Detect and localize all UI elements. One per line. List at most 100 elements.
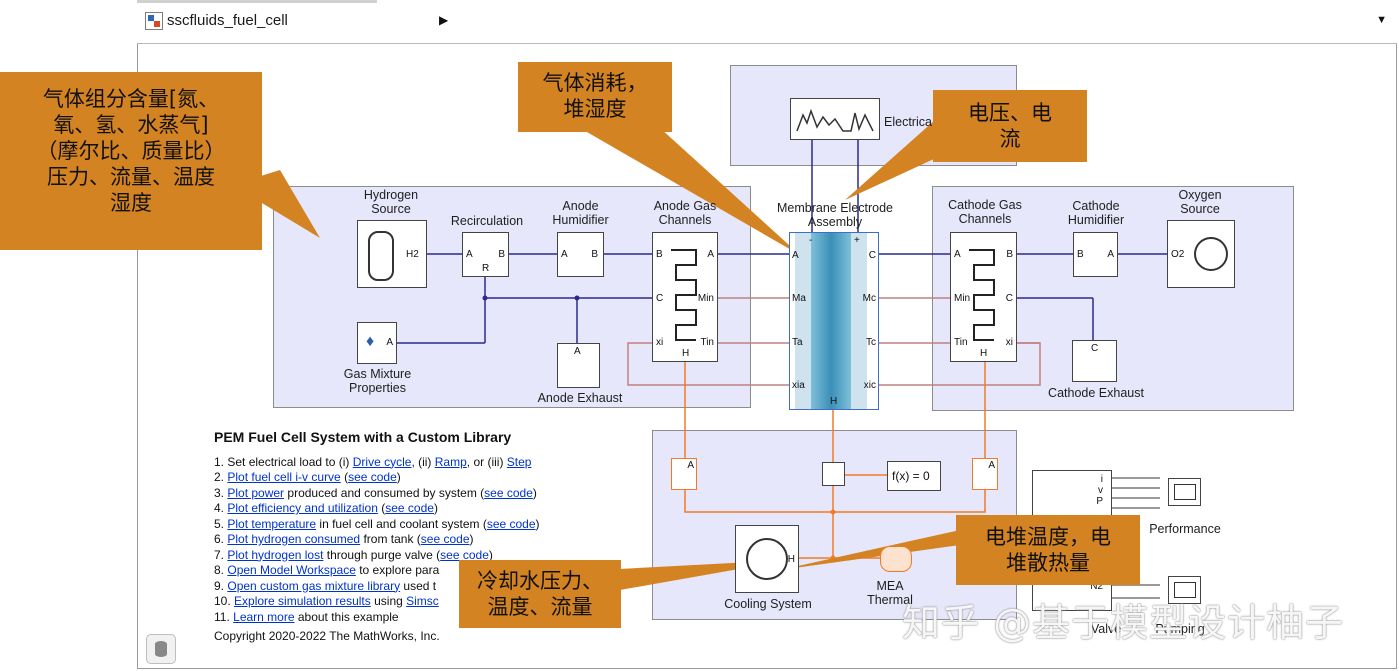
hydrogen-source-block[interactable]: H2 (357, 220, 427, 288)
performance-bus-block[interactable]: i v P (1032, 470, 1112, 518)
right-pump-block[interactable]: A (972, 458, 998, 490)
oxygen-source-block[interactable]: O2 (1167, 220, 1235, 288)
cathode-exhaust-label: Cathode Exhaust (1048, 386, 1144, 400)
valve-label: Valve (1090, 622, 1122, 636)
port-n2: N2 (1090, 581, 1103, 592)
mea-thermal-mass-block[interactable] (880, 546, 912, 572)
port-v: v (1098, 485, 1103, 496)
h2-port-label: H2 (406, 249, 419, 260)
step-10: 10. Explore simulation results using Sim… (214, 594, 439, 608)
anode-gas-channels-block[interactable]: B A C Min xi Tin H (652, 232, 718, 362)
anode-exhaust-block[interactable]: A (557, 343, 600, 388)
port-a: A (466, 249, 473, 260)
watermark: 知乎 @基于模型设计柚子 (902, 601, 1345, 645)
see-code-link[interactable]: see code (440, 547, 489, 562)
port-xia: xia (792, 380, 805, 391)
step-7: 7. Plot hydrogen lost through purge valv… (214, 547, 493, 562)
performance-scope-block[interactable] (1168, 478, 1201, 506)
breadcrumb-arrow-icon[interactable]: ▶ (439, 13, 449, 27)
port-min: Min (697, 293, 714, 304)
gas-mixture-icon: ♦ (366, 333, 375, 350)
explore-results-link[interactable]: Explore simulation results (234, 594, 371, 608)
plot-efficiency-link[interactable]: Plot efficiency and utilization (227, 501, 378, 515)
plot-temperature-link[interactable]: Plot temperature (227, 516, 317, 531)
step-2: 2. Plot fuel cell i-v curve (see code) (214, 470, 401, 484)
port-xi: xi (656, 337, 664, 348)
gas-mixture-properties-block[interactable]: ♦ A (357, 322, 397, 364)
port-p: P (1096, 496, 1103, 507)
open-model-workspace-link[interactable]: Open Model Workspace (227, 563, 356, 577)
example-instructions: PEM Fuel Cell System with a Custom Libra… (214, 429, 634, 645)
plot-iv-curve-link[interactable]: Plot fuel cell i-v curve (227, 470, 341, 484)
anode-humidifier-block[interactable]: A B (557, 232, 604, 277)
port-a: A (988, 460, 995, 471)
port-tc: Tc (866, 337, 876, 348)
voltage-current-callout: 电压、电 流 (933, 90, 1087, 162)
port-c: C (1091, 343, 1099, 354)
cooling-system-block[interactable]: H (735, 525, 799, 593)
plot-hydrogen-lost-link[interactable]: Plot hydrogen lost (227, 547, 324, 562)
gas-mixture-properties-label: Gas Mixture Properties (343, 367, 412, 395)
pumping-label: Pumping (1155, 622, 1205, 636)
cathode-gas-channels-label: Cathode Gas Channels (948, 198, 1022, 226)
thermal-sensor-block[interactable] (822, 462, 845, 486)
chevron-down-icon[interactable]: ▼ (1376, 14, 1387, 26)
gas-properties-callout: 气体组分含量[氮、 氧、氢、水蒸气] （摩尔比、质量比） 压力、流量、温度 湿度 (0, 72, 262, 250)
compressor-icon (1194, 237, 1228, 271)
port-a: A (1107, 249, 1114, 260)
drive-cycle-link[interactable]: Drive cycle (352, 454, 412, 469)
learn-more-link[interactable]: Learn more (233, 609, 295, 624)
gas-consumption-callout: 气体消耗， 堆湿度 (518, 62, 672, 132)
scope-screen-icon (1174, 484, 1196, 500)
cathode-electrode (851, 233, 867, 409)
port-a: A (954, 249, 961, 260)
port-xi: xi (1005, 337, 1013, 348)
stack-temperature-callout: 电堆温度，电 堆散热量 (956, 515, 1140, 585)
left-pump-block[interactable]: A (671, 458, 697, 490)
cathode-humidifier-block[interactable]: B A (1073, 232, 1118, 277)
step-link[interactable]: Step (506, 454, 532, 469)
electrical-scope-block[interactable] (790, 98, 880, 140)
port-b: B (591, 249, 598, 260)
instructions-title: PEM Fuel Cell System with a Custom Libra… (214, 429, 512, 445)
membrane-electrode-assembly-block[interactable]: - + A C Ma Mc Ta Tc xia xic H (789, 232, 879, 410)
oxygen-source-label: Oxygen Source (1178, 188, 1222, 216)
port-h: H (830, 396, 838, 407)
port-tin: Tin (700, 337, 714, 348)
port-h: H (980, 348, 988, 359)
serpentine-channel-icon (671, 249, 697, 341)
cathode-gas-channels-block[interactable]: A B Min C Tin xi H (950, 232, 1017, 362)
open-gas-library-link[interactable]: Open custom gas mixture library (227, 578, 401, 593)
port-a: A (687, 460, 694, 471)
port-r: R (482, 263, 490, 274)
ramp-link[interactable]: Ramp (434, 454, 467, 469)
see-code-link[interactable]: see code (484, 485, 533, 500)
o2-port-label: O2 (1171, 249, 1185, 260)
serpentine-channel-icon (969, 249, 995, 341)
recirculation-block[interactable]: A B R (462, 232, 509, 277)
database-icon[interactable] (146, 634, 176, 664)
see-code-link[interactable]: see code (486, 516, 536, 531)
pumping-scope-block[interactable] (1168, 576, 1201, 604)
see-code-link[interactable]: see code (348, 470, 397, 484)
plot-power-link[interactable]: Plot power (227, 485, 285, 500)
breadcrumb[interactable]: sscfluids_fuel_cell (167, 12, 288, 29)
simscape-link[interactable]: Simsc (406, 594, 439, 608)
port-a: A (561, 249, 568, 260)
recirculation-label: Recirculation (450, 214, 524, 228)
solver-configuration-block[interactable]: f(x) = 0 (887, 461, 941, 491)
anode-humidifier-label: Anode Humidifier (552, 199, 609, 227)
anode-gas-channels-label: Anode Gas Channels (653, 199, 717, 227)
port-b: B (1077, 249, 1084, 260)
port-i: i (1100, 474, 1103, 485)
hydrogen-source-label: Hydrogen Source (363, 188, 419, 216)
plot-hydrogen-consumed-link[interactable]: Plot hydrogen consumed (227, 532, 361, 546)
port-b: B (498, 249, 505, 260)
performance-label: Performance (1149, 522, 1221, 536)
see-code-link[interactable]: see code (420, 532, 470, 546)
step-4: 4. Plot efficiency and utilization (see … (214, 501, 438, 515)
step-9: 9. Open custom gas mixture library used … (214, 578, 437, 593)
cathode-exhaust-block[interactable]: C (1072, 340, 1117, 382)
see-code-link[interactable]: see code (385, 501, 434, 515)
port-b: B (1006, 249, 1013, 260)
